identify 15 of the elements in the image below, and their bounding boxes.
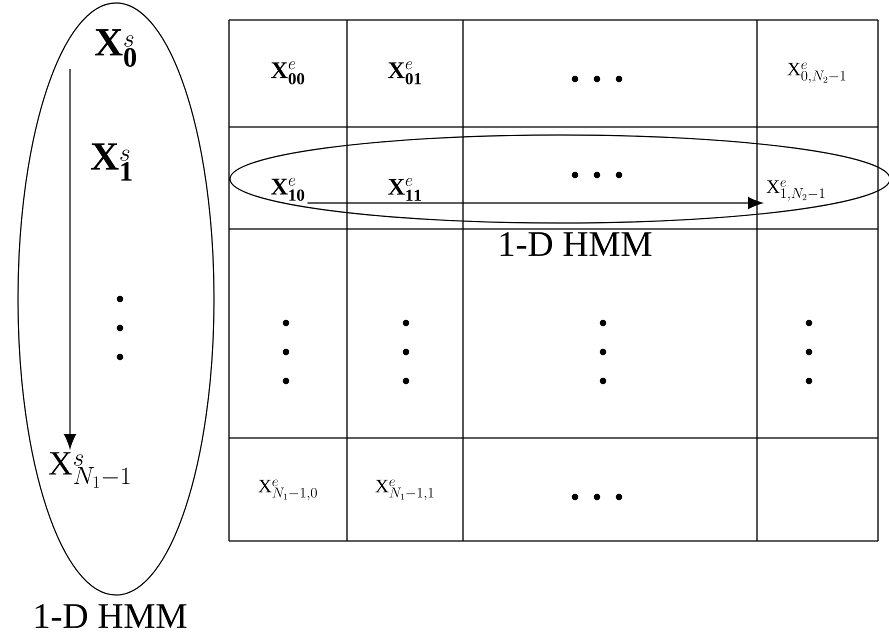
- state-label: $\mathrm{X}_{N_1-1}^{s}$: [48, 452, 130, 488]
- state-label: $\mathbf{X}_{\mathbf{1}}^{s}$: [90, 143, 132, 181]
- cell-label: $\mathbf{X}_{\mathbf{00}}^{e}$: [271, 61, 304, 84]
- state-label: $\mathbf{X}_{\mathbf{11}}^{e}$: [388, 178, 421, 201]
- state-label: $\mathrm{X}_{1,N_2-1}^{e}$: [766, 180, 824, 201]
- state-label: $\mathbf{X}_{\mathbf{0}}^{s}$: [94, 29, 136, 67]
- node-label: 1-D HMM: [36, 604, 186, 628]
- arrow: [308, 197, 762, 210]
- state-label: $\mathbf{X}_{\mathbf{10}}^{e}$: [271, 178, 304, 201]
- cell-label: $\mathrm{X}_{N_1-1,1}^{e}$: [376, 480, 434, 500]
- cell-label: $\mathrm{X}_{0,N_2-1}^{e}$: [788, 62, 846, 84]
- arrow: [64, 69, 76, 448]
- cell-label: $\mathrm{X}_{N_1-1,0}^{e}$: [258, 480, 317, 500]
- node-label: 1-D HMM: [500, 232, 652, 256]
- cell-label: $\mathbf{X}_{\mathbf{01}}^{e}$: [388, 61, 421, 84]
